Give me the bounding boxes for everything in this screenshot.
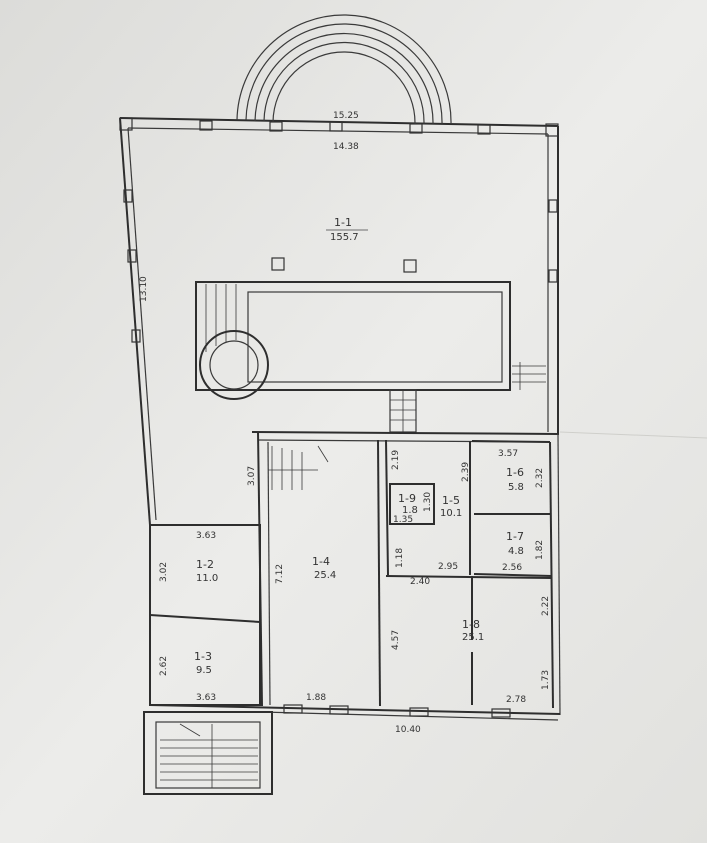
room-label: 1-5 (442, 494, 460, 507)
room-label: 1-2 (196, 558, 214, 571)
dim-top-inner: 14.38 (333, 142, 359, 152)
dim-label: 2.95 (438, 562, 458, 572)
paper-crease (559, 431, 707, 439)
room-area: 1.8 (402, 505, 418, 516)
interior-stair (268, 445, 329, 490)
entry-staircase (143, 711, 273, 795)
room-area: 11.0 (196, 573, 218, 584)
dim-label: 2.40 (410, 577, 430, 587)
dim-label: 4.57 (391, 630, 401, 650)
room-area: 4.8 (508, 546, 524, 557)
room-label: 1-7 (506, 530, 524, 543)
room-label: 1-8 (462, 618, 480, 631)
dim-label: 1.30 (423, 492, 433, 512)
column (271, 257, 285, 271)
dim-label: 1.35 (393, 515, 413, 525)
dim-label: 7.12 (275, 564, 285, 584)
dim-label: 1.18 (395, 548, 405, 568)
dim-bottom: 10.40 (395, 725, 421, 735)
room-label: 1-9 (398, 492, 416, 505)
room-area: 25.4 (314, 570, 336, 581)
dim-left: 13.10 (139, 276, 149, 302)
dim-label: 2.56 (502, 563, 522, 573)
room-area: 9.5 (196, 665, 212, 676)
room-label: 1-3 (194, 650, 212, 663)
pool (195, 281, 546, 400)
room-label: 1-6 (506, 466, 524, 479)
dim-label: 3.57 (498, 449, 518, 459)
room-label: 1-1 (334, 216, 352, 229)
room-area: 155.7 (330, 232, 359, 243)
dim-label: 2.22 (541, 596, 551, 616)
room-area: 5.8 (508, 482, 524, 493)
dim-label: 3.63 (196, 531, 216, 541)
dim-top-outer: 15.25 (333, 111, 359, 121)
room-area: 25.1 (462, 632, 484, 643)
dim-label: 2.62 (159, 656, 169, 676)
column (403, 259, 417, 273)
dim-label: 3.63 (196, 693, 216, 703)
lower-block-walls (149, 431, 561, 721)
dim-label: 2.39 (461, 462, 471, 482)
room-area: 10.1 (440, 508, 462, 519)
semicircular-terrace (236, 14, 452, 125)
dim-label: 3.07 (247, 466, 257, 486)
dim-label: 2.78 (506, 695, 526, 705)
upper-hall-walls (119, 117, 559, 526)
dim-label: 3.02 (159, 562, 169, 582)
dim-label: 1.88 (306, 693, 326, 703)
dim-label: 2.32 (535, 468, 545, 488)
dim-label: 1.73 (541, 670, 551, 690)
dim-label: 2.19 (391, 450, 401, 470)
room-label: 1-4 (312, 555, 330, 568)
dim-label: 1.82 (535, 540, 545, 560)
